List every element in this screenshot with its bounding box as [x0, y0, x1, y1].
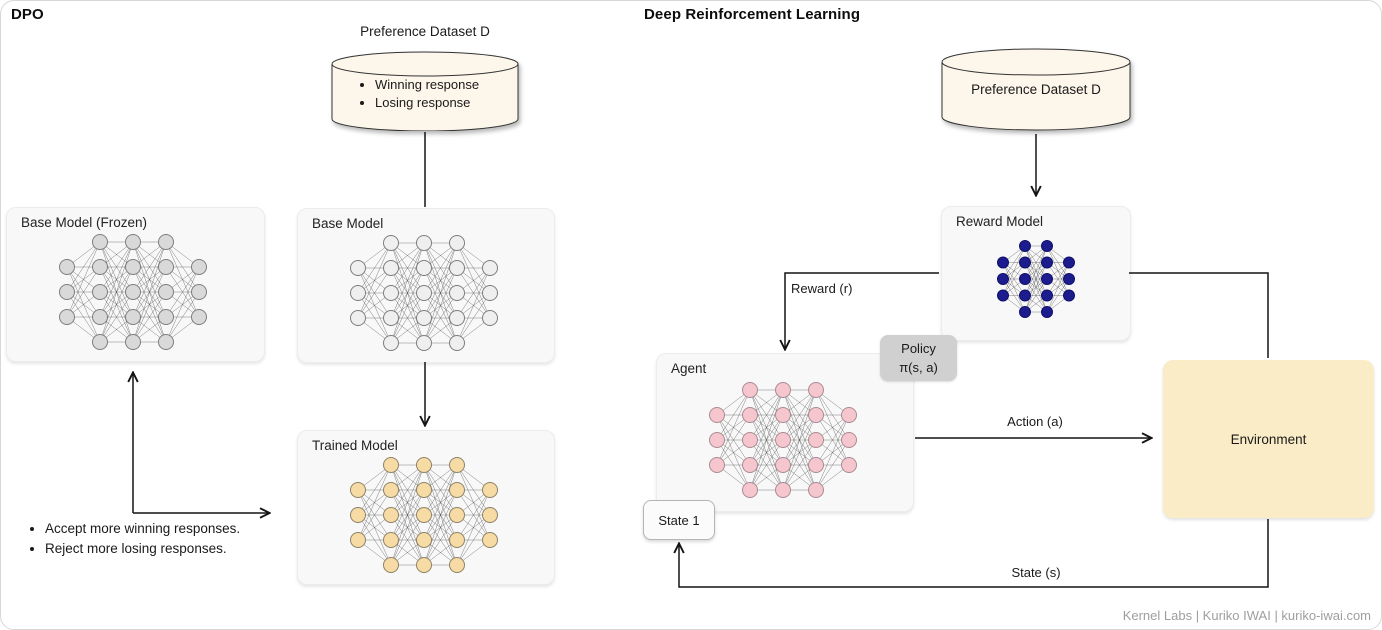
- state1-label: State 1: [658, 512, 700, 528]
- dataset-item: Losing response: [375, 95, 479, 110]
- agent-box: Agent: [656, 353, 914, 512]
- frozen-model-label: Base Model (Frozen): [21, 215, 148, 230]
- reward-model-label: Reward Model: [956, 214, 1044, 229]
- state1-box: State 1: [643, 500, 715, 540]
- note-item: Accept more winning responses.: [45, 521, 240, 537]
- environment-label: Environment: [1230, 431, 1307, 447]
- dpo-dataset-items: Winning response Losing response: [359, 77, 479, 113]
- environment-box: Environment: [1163, 360, 1374, 518]
- policy-label-line2: π(s, a): [899, 360, 938, 375]
- base-model-network-graphic: [350, 235, 498, 351]
- reward-edge-label: Reward (r): [791, 281, 853, 296]
- drl-title: Deep Reinforcement Learning: [644, 6, 861, 23]
- reward-model-box: Reward Model: [941, 206, 1131, 341]
- base-model-box: Base Model: [297, 208, 555, 363]
- drl-dataset-label: Preference Dataset D: [971, 82, 1101, 97]
- database-cylinder-icon: [331, 51, 519, 131]
- dpo-title: DPO: [11, 6, 44, 23]
- trained-model-label: Trained Model: [312, 438, 398, 453]
- database-cylinder-icon: [941, 48, 1131, 131]
- state-edge-label: State (s): [1011, 565, 1061, 580]
- agent-label: Agent: [671, 361, 707, 376]
- dpo-dataset-label: Preference Dataset D: [360, 24, 490, 39]
- base-model-label: Base Model: [312, 216, 384, 231]
- dataset-item: Winning response: [375, 77, 479, 92]
- trained-model-network-graphic: [350, 457, 498, 573]
- drl-dataset-cylinder: Preference Dataset D: [941, 48, 1131, 131]
- agent-network-graphic: [709, 382, 857, 498]
- reward-model-network-graphic: [997, 240, 1075, 318]
- policy-badge: Policy π(s, a): [880, 335, 957, 381]
- policy-label-line1: Policy: [901, 341, 936, 356]
- frozen-model-network-graphic: [59, 234, 207, 350]
- footer-credit: Kernel Labs | Kuriko IWAI | kuriko-iwai.…: [1122, 608, 1371, 623]
- action-edge-label: Action (a): [1007, 414, 1063, 429]
- dpo-dataset-cylinder: Winning response Losing response: [331, 51, 519, 131]
- frozen-model-box: Base Model (Frozen): [6, 207, 265, 362]
- trained-model-box: Trained Model: [297, 430, 555, 585]
- note-item: Reject more losing responses.: [45, 541, 240, 557]
- line-reward-model-to-environment: [1129, 272, 1269, 358]
- dpo-notes: Accept more winning responses. Reject mo…: [29, 521, 240, 561]
